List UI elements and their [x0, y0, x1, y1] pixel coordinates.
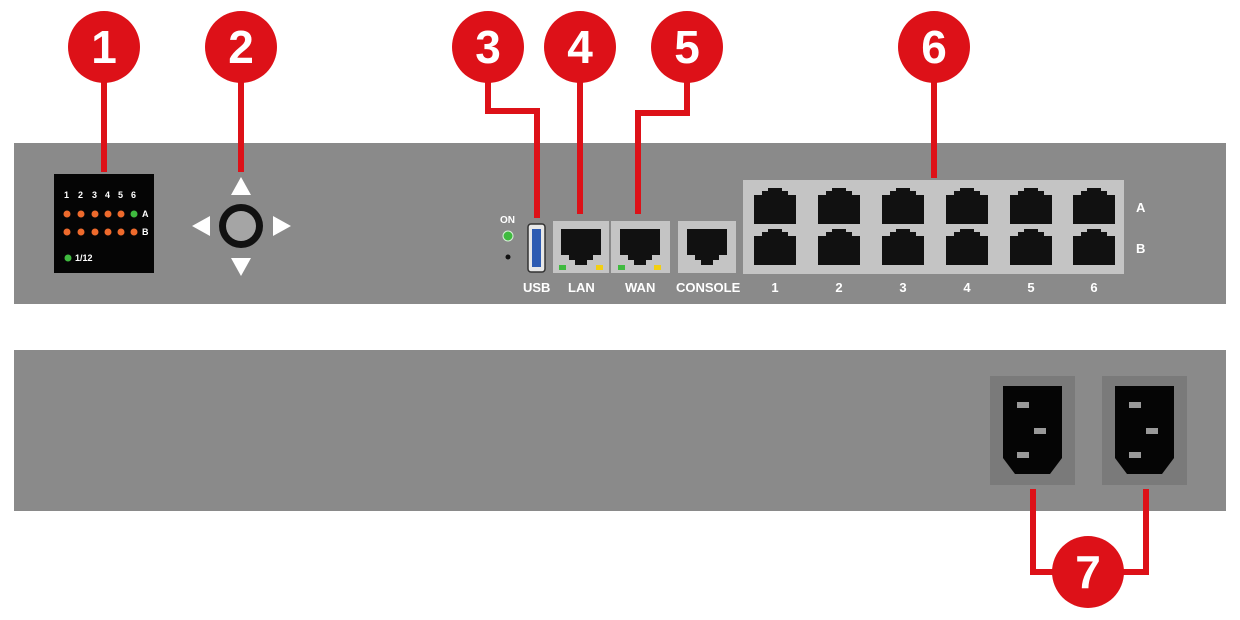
reset-pinhole[interactable]	[505, 254, 511, 260]
switch-port-number-6: 6	[1090, 280, 1097, 295]
switch-port-6a[interactable]	[1073, 188, 1115, 224]
console-port[interactable]	[678, 221, 736, 273]
wan-port[interactable]	[611, 221, 670, 273]
switch-port-4a[interactable]	[946, 188, 988, 224]
switch-port-2b[interactable]	[818, 229, 860, 265]
switch-row-b-label: B	[1136, 241, 1145, 256]
status-led-panel: 1 2 3 4 5 6 A B 1/12	[54, 174, 154, 273]
svg-text:6: 6	[921, 21, 947, 73]
switch-port-3b[interactable]	[882, 229, 924, 265]
callout-5-leader	[635, 70, 690, 214]
lan-label: LAN	[568, 280, 595, 295]
switch-port-5a[interactable]	[1010, 188, 1052, 224]
led-row-a	[63, 210, 138, 218]
switch-row-a-label: A	[1136, 200, 1146, 215]
nav-center-cap	[226, 211, 256, 241]
power-inlet-icon	[1003, 386, 1062, 474]
status-col-2: 2	[78, 190, 83, 200]
callout-badge-5: 5	[651, 11, 723, 83]
svg-text:5: 5	[674, 21, 700, 73]
switch-port-block	[743, 180, 1124, 274]
callout-badge-6: 6	[898, 11, 970, 83]
svg-text:4: 4	[567, 21, 593, 73]
switch-port-2a[interactable]	[818, 188, 860, 224]
svg-text:2: 2	[228, 21, 254, 73]
switch-port-4b[interactable]	[946, 229, 988, 265]
status-col-3: 3	[92, 190, 97, 200]
power-inlet-icon	[1115, 386, 1174, 474]
power-led-label: ON	[500, 215, 515, 226]
callout-3-leader	[485, 70, 540, 218]
power-inlet-2[interactable]	[1102, 376, 1187, 485]
arrow-right-icon[interactable]	[273, 216, 291, 236]
page-indicator-led	[64, 254, 72, 262]
status-row-b-label: B	[142, 227, 149, 237]
svg-text:1: 1	[91, 21, 117, 73]
switch-port-number-1: 1	[771, 280, 778, 295]
svg-text:3: 3	[475, 21, 501, 73]
switch-port-3a[interactable]	[882, 188, 924, 224]
arrow-up-icon[interactable]	[231, 177, 251, 195]
led-row-b	[63, 228, 138, 236]
usb-label: USB	[523, 280, 550, 295]
status-col-6: 6	[131, 190, 136, 200]
navigation-pad[interactable]	[192, 177, 291, 276]
power-inlet-1[interactable]	[990, 376, 1075, 485]
ethernet-port-icon	[687, 229, 727, 265]
lan-port[interactable]	[553, 221, 609, 273]
usb-port-icon[interactable]	[527, 223, 546, 273]
switch-port-1b[interactable]	[754, 229, 796, 265]
ethernet-port-icon	[561, 229, 601, 265]
console-label: CONSOLE	[676, 280, 741, 295]
callout-badge-7: 7	[1052, 536, 1124, 608]
arrow-left-icon[interactable]	[192, 216, 210, 236]
callout-badge-1: 1	[68, 11, 140, 83]
switch-port-5b[interactable]	[1010, 229, 1052, 265]
page-indicator-label: 1/12	[75, 253, 93, 263]
switch-port-number-5: 5	[1027, 280, 1034, 295]
switch-port-number-3: 3	[899, 280, 906, 295]
switch-port-number-4: 4	[963, 280, 971, 295]
switch-port-numbers: 1 2 3 4 5 6	[771, 280, 1097, 295]
callout-badge-3: 3	[452, 11, 524, 83]
switch-port-6b[interactable]	[1073, 229, 1115, 265]
status-col-4: 4	[105, 190, 110, 200]
arrow-down-icon[interactable]	[231, 258, 251, 276]
callout-badge-2: 2	[205, 11, 277, 83]
status-col-1: 1	[64, 190, 69, 200]
status-row-a-label: A	[142, 209, 149, 219]
ethernet-port-icon	[620, 229, 660, 265]
switch-ports[interactable]	[754, 188, 1115, 265]
power-led	[502, 230, 514, 242]
switch-port-number-2: 2	[835, 280, 842, 295]
svg-text:7: 7	[1075, 546, 1101, 598]
wan-label: WAN	[625, 280, 655, 295]
callout-badge-4: 4	[544, 11, 616, 83]
status-col-5: 5	[118, 190, 123, 200]
switch-port-1a[interactable]	[754, 188, 796, 224]
